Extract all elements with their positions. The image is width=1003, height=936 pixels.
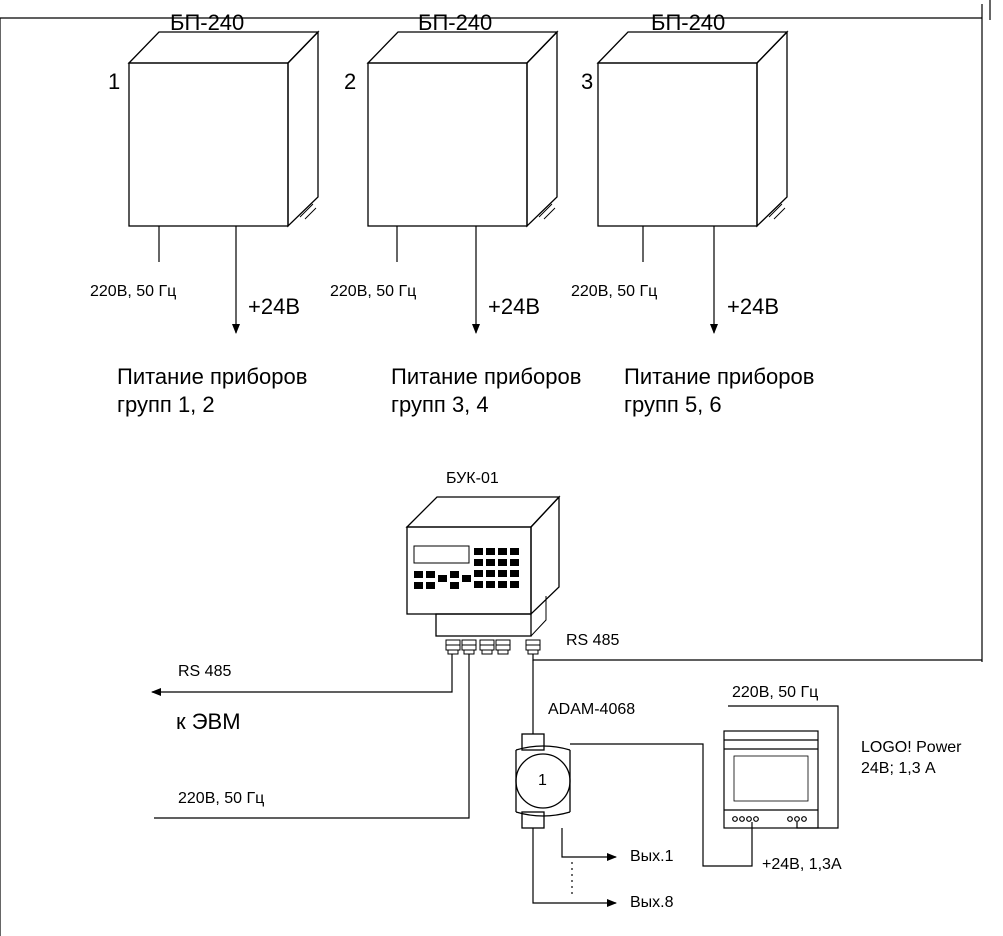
psu-1-title: БП-240: [170, 10, 245, 35]
cable-glands: [445, 639, 541, 655]
ellipsis-dots: [571, 862, 573, 894]
psu-1-purpose-line-2: групп 1, 2: [117, 392, 215, 417]
logo-rating: 24В; 1,3 А: [861, 760, 936, 777]
pc-label: к ЭВМ: [176, 709, 241, 734]
logo-mains-label: 220В, 50 Гц: [732, 684, 819, 701]
psu-2-mains-label: 220В, 50 Гц: [330, 283, 417, 300]
controller-title: БУК-01: [446, 470, 499, 487]
adam-outputs: [532, 828, 617, 907]
logo-output-label: +24В, 1,3А: [762, 856, 842, 873]
adam-number: 1: [538, 772, 547, 789]
psu-box-3: [596, 30, 789, 228]
psu-3-output-label: +24В: [727, 294, 779, 319]
logo-mains-wire: [728, 705, 839, 829]
psu-1-mains-label: 220В, 50 Гц: [90, 283, 177, 300]
psu-1-output-label: +24В: [248, 294, 300, 319]
psu-1-number: 1: [108, 69, 121, 94]
psu-3-title: БП-240: [651, 10, 726, 35]
adam-output-1: Вых.1: [630, 848, 674, 865]
logo-name: LOGO! Power: [861, 739, 962, 756]
psu-3-mains-label: 220В, 50 Гц: [571, 283, 658, 300]
psu-2-purpose-line-1: Питание приборов: [391, 364, 582, 389]
controller-mains-label: 220В, 50 Гц: [178, 790, 265, 807]
adam-logo-wiring: [570, 743, 753, 867]
psu-box-1: [127, 30, 320, 228]
controller-rs485-right: RS 485: [566, 632, 620, 649]
psu-2-number: 2: [344, 69, 357, 94]
logo-power-unit: [723, 730, 819, 829]
psu-1-purpose-line-1: Питание приборов: [117, 364, 308, 389]
psu-box-2: [366, 30, 559, 228]
psu-2-title: БП-240: [418, 10, 493, 35]
controller-rs485-left: RS 485: [178, 663, 232, 680]
psu-3-number: 3: [581, 69, 594, 94]
psu-3-purpose-line-2: групп 5, 6: [624, 392, 722, 417]
adam-module: [515, 733, 571, 829]
psu-2-output-label: +24В: [488, 294, 540, 319]
psu-2-purpose-line-2: групп 3, 4: [391, 392, 489, 417]
controller-unit: [405, 495, 561, 637]
adam-title: ADAM-4068: [548, 701, 636, 718]
adam-output-8: Вых.8: [630, 894, 674, 911]
psu-3-purpose-line-1: Питание приборов: [624, 364, 815, 389]
controller-wires: [151, 654, 982, 819]
